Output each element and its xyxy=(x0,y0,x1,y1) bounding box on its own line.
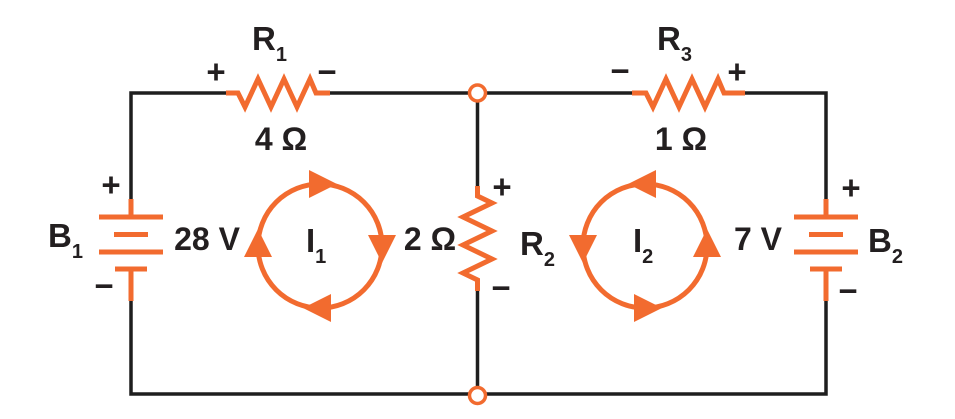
i2-arrow-left-icon xyxy=(569,235,597,263)
r1-polarity-right: − xyxy=(317,53,336,90)
resistor-r3-zigzag xyxy=(632,72,745,113)
i1-arrow-bottom-icon xyxy=(303,294,331,322)
b1-polarity-bottom: − xyxy=(94,267,113,304)
i2-arrow-right-icon xyxy=(693,229,721,257)
labels: R1 + − 4 Ω R3 − + 1 Ω B1 + − 28 V I1 2 Ω… xyxy=(48,20,903,309)
b2-label-sub: 2 xyxy=(892,246,903,268)
b1-label: B1 xyxy=(48,217,83,263)
mesh-loop-i2 xyxy=(569,170,721,322)
r2-polarity-top: + xyxy=(492,168,511,205)
r3-label-base: R xyxy=(657,20,681,57)
r1-label-sub: 1 xyxy=(276,44,287,66)
r2-label: R2 xyxy=(520,225,555,271)
wires xyxy=(129,91,828,396)
r3-polarity-right: + xyxy=(727,53,746,90)
battery-b1-symbol xyxy=(99,199,163,301)
b2-label-base: B xyxy=(868,222,892,259)
i1-arrow-right-icon xyxy=(368,235,396,263)
i1-label-sub: 1 xyxy=(315,246,326,268)
battery-b2-symbol xyxy=(794,199,858,301)
i1-label-base: I xyxy=(306,222,315,259)
wire-top-right xyxy=(743,91,828,203)
r1-value: 4 Ω xyxy=(255,121,307,157)
resistors xyxy=(226,72,745,291)
r2-label-base: R xyxy=(520,225,544,262)
b2-polarity-bottom: − xyxy=(838,272,857,309)
r3-label: R3 xyxy=(657,20,692,66)
mesh-loop-i1 xyxy=(244,170,396,322)
r3-polarity-left: − xyxy=(610,52,629,89)
i2-arrow-top-icon xyxy=(628,170,656,198)
i2-label-base: I xyxy=(633,222,642,259)
r3-value: 1 Ω xyxy=(655,121,707,157)
i1-label: I1 xyxy=(306,222,326,268)
r1-label: R1 xyxy=(252,20,287,66)
resistor-r1-zigzag xyxy=(226,72,330,113)
b2-polarity-top: + xyxy=(841,169,860,206)
r1-polarity-left: + xyxy=(206,53,225,90)
i2-arrow-bottom-icon xyxy=(634,294,662,322)
b1-polarity-top: + xyxy=(101,166,120,203)
b2-label: B2 xyxy=(868,222,903,268)
r2-polarity-bottom: − xyxy=(491,269,510,306)
r1-label-base: R xyxy=(252,20,276,57)
i2-label: I2 xyxy=(633,222,653,268)
b1-label-base: B xyxy=(48,217,72,254)
r3-label-sub: 3 xyxy=(681,44,692,66)
i1-arrow-left-icon xyxy=(244,229,272,257)
r2-value: 2 Ω xyxy=(404,221,456,257)
i1-arrow-top-icon xyxy=(309,170,337,198)
b1-value: 28 V xyxy=(174,221,240,257)
b2-value: 7 V xyxy=(734,221,783,257)
node-top-icon xyxy=(467,83,488,103)
wire-top-left xyxy=(129,91,229,203)
node-bottom-icon xyxy=(467,385,488,406)
r2-label-sub: 2 xyxy=(544,249,555,271)
b1-label-sub: 1 xyxy=(72,241,83,263)
i2-label-sub: 2 xyxy=(642,246,653,268)
resistor-r2-zigzag xyxy=(457,186,498,291)
